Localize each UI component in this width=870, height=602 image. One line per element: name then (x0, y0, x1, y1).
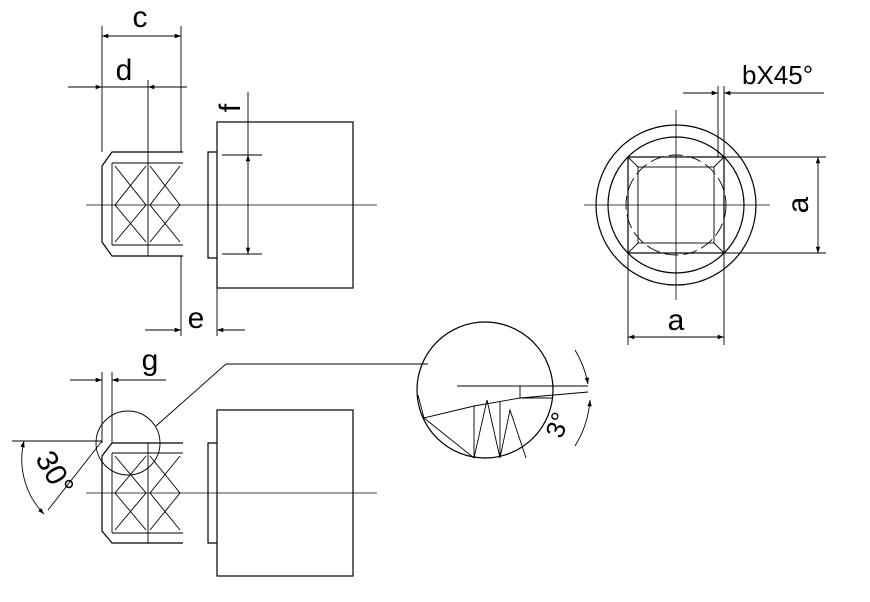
detail-leader (155, 363, 428, 427)
hex-mark-2 (114, 165, 147, 243)
side-view-bottom (86, 363, 428, 577)
dim-a-horizontal: a (627, 253, 725, 345)
label-chamfer: bX45° (742, 60, 813, 90)
end-view (584, 110, 770, 300)
socket-nose-outline (101, 151, 183, 257)
label-a-horizontal: a (668, 304, 685, 337)
label-e: e (188, 302, 205, 335)
hex-mark-4 (149, 165, 181, 243)
label-c: c (133, 1, 148, 34)
dim-f: f (214, 92, 262, 255)
hex-mark-1 (114, 165, 147, 243)
dim-e: e (145, 256, 245, 336)
detail-circle-small (95, 410, 161, 476)
hex-mark-3 (149, 165, 181, 243)
side-view-top (86, 121, 377, 289)
label-a-vertical: a (782, 196, 815, 213)
dim-c: c (101, 1, 182, 152)
dim-d: d (68, 54, 187, 152)
label-d: d (116, 54, 133, 87)
dim-a-vertical: a (724, 156, 826, 254)
detail-view (416, 321, 589, 459)
detail-circle-large (416, 321, 554, 459)
label-angle-3: 3° (539, 408, 576, 442)
label-angle-30: 30° (29, 445, 80, 501)
detail-teeth (423, 399, 527, 459)
label-f: f (214, 103, 247, 112)
socket-nose-outline-bottom (101, 442, 183, 544)
dim-g: g (70, 344, 166, 443)
label-g: g (142, 344, 159, 377)
dim-angle-30: 30° (12, 440, 103, 515)
dim-chamfer: bX45° (683, 60, 824, 157)
